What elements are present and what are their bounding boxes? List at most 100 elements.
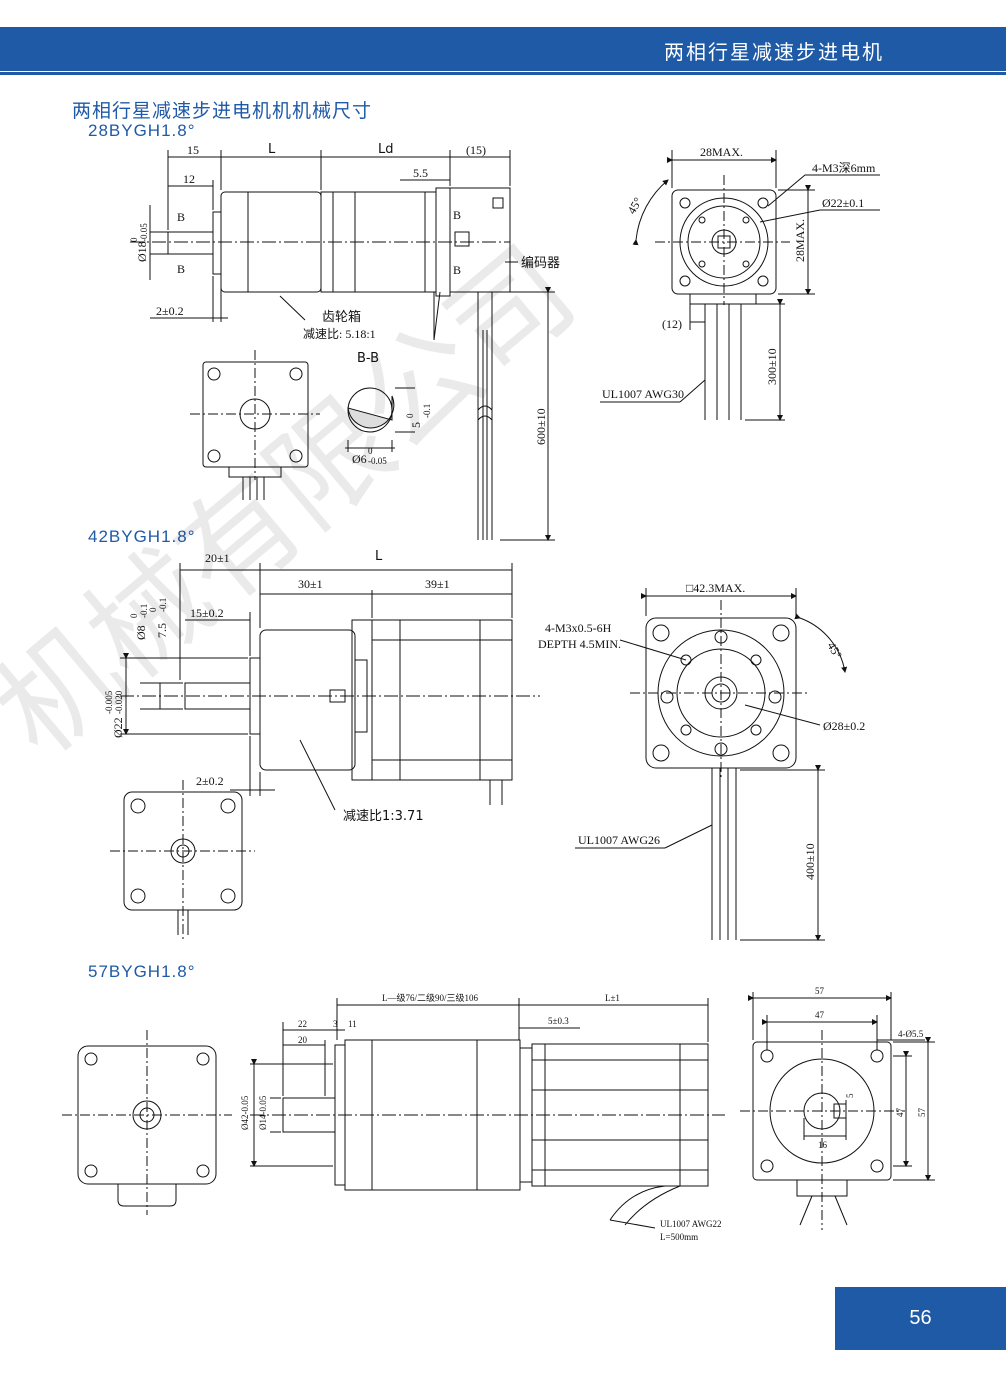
m28-dim-l: L: [268, 142, 276, 157]
m42-front-view: [575, 588, 848, 941]
m42-side-view: [120, 563, 540, 811]
m28-encoder-label: 编码器: [521, 256, 560, 271]
m28-dim-b4: B: [453, 263, 461, 277]
m42-dim-2: 2±0.2: [196, 774, 224, 788]
m42-dim-75-tol-u: 0: [148, 607, 158, 612]
m57-dim-47: 47: [815, 1010, 825, 1020]
m42-dim-400: 400±10: [803, 843, 817, 880]
m42-small-end-view: [110, 780, 255, 940]
m28-dim-5-tol-u: 0: [405, 413, 415, 418]
m28-dim-45: 45°: [624, 195, 645, 217]
m42-dim-8-tol-u: 0: [129, 613, 139, 618]
m42-dim-39: 39±1: [425, 577, 450, 591]
m28-dim-300: 300±10: [765, 348, 779, 385]
page-number: 56: [835, 1287, 1006, 1350]
m42-dim-15: 15±0.2: [190, 606, 224, 620]
m28-dim-15: 15: [187, 143, 199, 157]
m28-dim-ld: Ld: [378, 142, 394, 157]
m57-labels: L—级76/二级90/三级106 L±1 22 3 11 20 5±0.3 Ø4…: [240, 992, 722, 1242]
header-title: 两相行星减速步进电机: [664, 40, 884, 64]
m28-dim-2pm: 2±0.2: [156, 304, 184, 318]
m28-side-view: [130, 150, 555, 541]
m28-dim-6: Ø6: [352, 452, 367, 466]
m42-dim-l: L: [375, 549, 383, 564]
m28-dim-dia18-tol-u: 0: [129, 237, 139, 242]
header-rule: [0, 72, 1006, 75]
m28-dim-m3: 4-M3深6mm: [812, 161, 876, 175]
m42-dim-22-tol-u: -0.005: [104, 690, 114, 714]
m57-right-labels: 57 47 4-Ø5.5 5 16 47 57: [815, 986, 927, 1150]
m42-dim-m3b: DEPTH 4.5MIN.: [538, 637, 621, 651]
m28-dim-28max-h: 28MAX.: [700, 145, 743, 159]
m28-dim-12p: (12): [662, 317, 682, 331]
m28-small-end-view: [190, 350, 320, 500]
m57-dim-lpm: L±1: [605, 993, 620, 1003]
m57-dim-3: 3: [333, 1019, 338, 1029]
m28-dim-6-tol-l: -0.05: [368, 456, 387, 466]
m42-dim-22-tol-l: -0.020: [114, 690, 124, 714]
model-title-57: 57BYGH1.8°: [88, 962, 196, 981]
m28-dim-28max-v: 28MAX.: [793, 219, 807, 262]
m28-labels: 15 L Ld (15) 12 5.5 B B B B Ø18 0 -0.05 …: [129, 142, 560, 445]
m57-dim-5b: 5: [845, 1093, 855, 1098]
m28-dim-b3: B: [453, 208, 461, 222]
m28-dim-5: 5: [409, 422, 423, 428]
m57-dim-22: 22: [298, 1019, 307, 1029]
m28-dim-b2: B: [177, 262, 185, 276]
m42-dim-8: Ø8: [134, 625, 148, 640]
m57-dim-42: Ø42-0.05: [240, 1095, 250, 1130]
m28-gearbox-label: 齿轮箱: [322, 309, 361, 325]
m42-cable: UL1007 AWG26: [578, 833, 660, 847]
model-title-42: 42BYGH1.8°: [88, 527, 196, 546]
m42-dim-8-tol-l: -0.1: [139, 604, 149, 618]
m57-cable: UL1007 AWG22: [660, 1219, 722, 1229]
m57-dim-l1: L—级76/二级90/三级106: [382, 992, 478, 1003]
m28-dim-22: Ø22±0.1: [822, 196, 864, 210]
m42-dim-45: 45°: [824, 640, 845, 662]
m28-dim-dia18: Ø18: [135, 241, 149, 262]
m57-dim-11: 11: [348, 1019, 357, 1029]
section-title: 两相行星减速步进电机机机械尺寸: [72, 100, 373, 122]
m28-dim-12: 12: [183, 172, 195, 186]
m28-dim-6-tol-u: 0: [368, 446, 373, 456]
m42-labels: 20±1 L 30±1 39±1 15±0.2 Ø8 0 -0.1 7.5 0 …: [104, 549, 450, 824]
m28-front-labels: 28MAX. 28MAX. 45° 4-M3深6mm Ø22±0.1 (12) …: [602, 145, 876, 401]
m57-dim-14: Ø14-0.05: [258, 1095, 268, 1130]
m57-right-view: [740, 992, 935, 1230]
m28-cable: UL1007 AWG30: [602, 387, 684, 401]
m42-dim-22: Ø22: [111, 717, 125, 738]
m42-dim-423: □42.3MAX.: [686, 581, 745, 595]
m57-dim-47v: 47: [895, 1108, 905, 1118]
m28-dim-15p: (15): [466, 143, 486, 157]
m28-dim-55: 5.5: [413, 166, 428, 180]
m57-dim-57: 57: [815, 986, 825, 996]
m28-dim-5-tol-l: -0.1: [422, 404, 432, 418]
m42-dim-20: 20±1: [205, 551, 230, 565]
m42-front-labels: □42.3MAX. 4-M3x0.5-6H DEPTH 4.5MIN. 45° …: [538, 581, 865, 880]
m57-left-view: [62, 1030, 232, 1215]
m57-dim-45: 4-Ø5.5: [898, 1029, 924, 1039]
header-bar: [0, 27, 1006, 71]
m28-dim-b1: B: [177, 210, 185, 224]
m57-dim-5: 5±0.3: [548, 1016, 569, 1026]
m42-ratio: 减速比1:3.71: [343, 809, 424, 824]
model-title-28: 28BYGH1.8°: [88, 121, 196, 140]
m42-dim-30: 30±1: [298, 577, 323, 591]
m57-dim-16: 16: [818, 1140, 828, 1150]
m28-section-label: B-B: [357, 351, 379, 366]
m57-side-view: [250, 998, 725, 1229]
m42-dim-75-tol-l: -0.1: [158, 598, 168, 612]
m57-cable-len: L=500mm: [660, 1232, 698, 1242]
m28-dim-600: 600±10: [534, 408, 548, 445]
m42-dim-m3a: 4-M3x0.5-6H: [545, 621, 612, 635]
m42-dim-75: 7.5: [155, 623, 169, 638]
m57-dim-57v: 57: [917, 1108, 927, 1118]
m42-dim-28: Ø28±0.2: [823, 719, 865, 733]
m57-dim-20: 20: [298, 1035, 308, 1045]
m28-dim-dia18-tol-l: -0.05: [139, 223, 149, 242]
m28-ratio: 减速比: 5.18:1: [303, 327, 376, 341]
m28-front-view: [600, 150, 880, 421]
watermark: 机械有限公司: [0, 221, 600, 782]
m28-section-bb: B-B 5 0 -0.1 Ø6 0 -0.05: [345, 351, 432, 466]
